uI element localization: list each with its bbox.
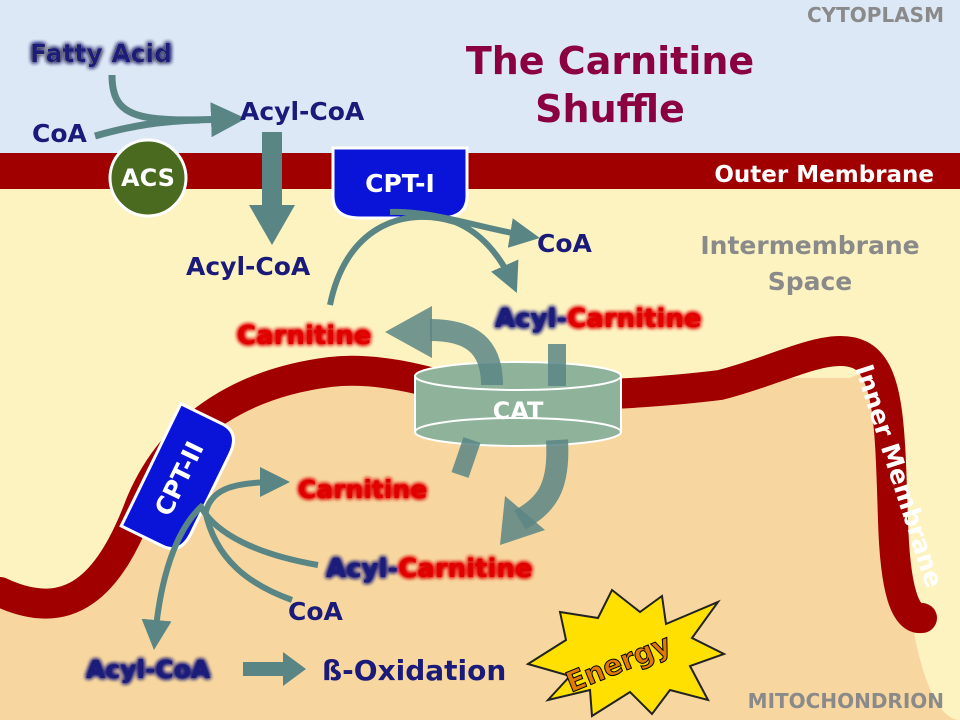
cpt1-coa-release-curve — [389, 208, 540, 248]
acyl-coa-ims-label: Acyl-CoA — [186, 252, 311, 281]
cpt2-acyl-coa-output-curve — [141, 502, 206, 650]
carnitine-matrix-label: Carnitine — [298, 475, 427, 504]
title-line-2: Shuffle — [535, 87, 685, 131]
acyl-carnitine-import-arrow — [514, 439, 569, 530]
mitochondrion-label: MITOCHONDRION — [748, 689, 944, 713]
fatty-acid-label: Fatty Acid — [30, 39, 172, 68]
svg-text:Acyl-Carnitine: Acyl-Carnitine — [495, 304, 702, 334]
acyl-carnitine-import-arrowhead — [500, 496, 545, 545]
intermembrane-label-line-2: Space — [768, 267, 853, 296]
fatty-acid-to-acyl-coa-arrow — [108, 74, 246, 138]
cat-top — [414, 361, 622, 391]
acyl-prefix-matrix: Acyl- — [326, 554, 398, 584]
coa-cytoplasm-label: CoA — [32, 119, 88, 148]
carnitine-return-arrowhead — [385, 306, 432, 358]
acyl-coa-transport-arrow — [249, 132, 295, 245]
outer-membrane-label: Outer Membrane — [714, 162, 934, 188]
acs-label: ACS — [121, 164, 175, 192]
carnitine-suffix: Carnitine — [567, 304, 701, 334]
acyl-coa-matrix-label: Acyl-CoA — [86, 655, 211, 684]
acs-enzyme — [108, 138, 188, 218]
intermembrane-label-line-1: Intermembrane — [700, 231, 919, 260]
beta-oxidation-label: ß-Oxidation — [322, 654, 506, 687]
beta-oxidation-arrow — [243, 652, 306, 686]
acyl-carnitine-matrix: Acyl-Carnitine — [326, 554, 533, 584]
carnitine-return-tail — [451, 437, 481, 478]
carnitine-return-arrow — [429, 319, 503, 386]
cytoplasm-region — [0, 0, 960, 160]
cpt2-carnitine-release-curve — [202, 467, 290, 516]
energy-burst — [525, 588, 727, 718]
acyl-carnitine-import-stem — [548, 344, 566, 386]
cat-label: CAT — [493, 397, 544, 425]
cpt1-label: CPT-I — [365, 169, 435, 198]
coa-matrix-label: CoA — [288, 597, 344, 626]
cytoplasm-label: CYTOPLASM — [807, 3, 944, 27]
acyl-coa-cytoplasm-label: Acyl-CoA — [240, 97, 365, 126]
carnitine-ims-label: Carnitine — [237, 321, 371, 351]
title-line-1: The Carnitine — [466, 39, 754, 83]
cpt2-coa-curve — [202, 509, 294, 603]
matrix-region — [0, 374, 960, 720]
carnitine-suffix-matrix: Carnitine — [398, 554, 532, 584]
acyl-carnitine-ims: Acyl-Carnitine — [495, 304, 702, 334]
acyl-prefix: Acyl- — [495, 304, 567, 334]
coa-join-curve — [94, 116, 201, 140]
coa-ims-label: CoA — [537, 229, 593, 258]
svg-text:Acyl-Carnitine: Acyl-Carnitine — [326, 554, 533, 584]
